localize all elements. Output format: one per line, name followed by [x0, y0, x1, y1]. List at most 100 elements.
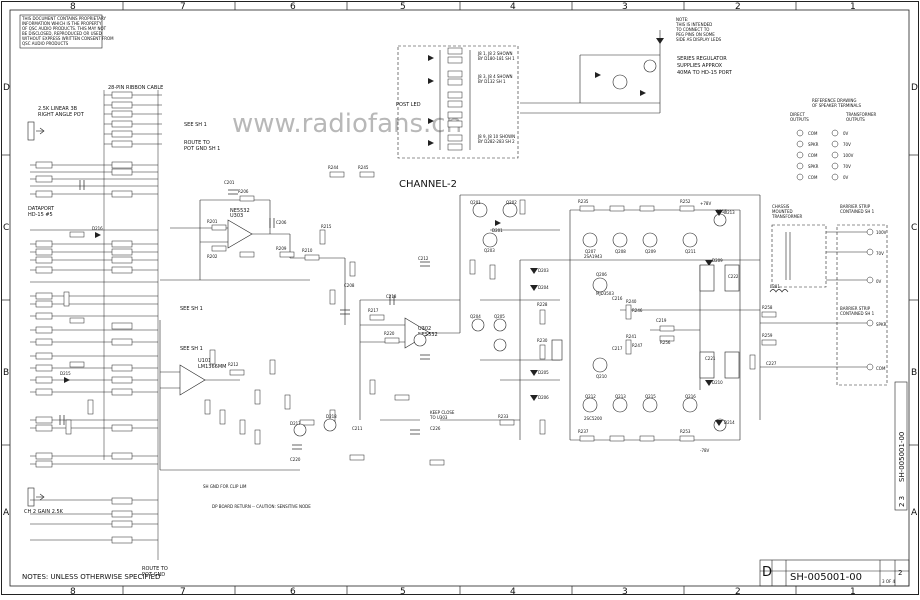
title-block-size: D [762, 565, 772, 580]
barrier-strip-line2: CONTAINED SH 1 [840, 209, 875, 214]
transformer-outputs-line2: OUTPUTS [846, 117, 865, 122]
transformer-tap-2: 70V [843, 142, 851, 147]
d-d215: D215 [60, 371, 71, 376]
cap-c217: C217 [612, 346, 623, 351]
output-stage-wiring [440, 194, 761, 441]
proprietary-note-box [19, 14, 103, 49]
gain-pot-top [27, 121, 45, 141]
note-line1: NOTE: [676, 17, 688, 22]
inner-frame [9, 9, 910, 587]
q-part-mjd3503: MJD3503 [596, 291, 614, 296]
output-resistors [469, 199, 777, 442]
cap-c208: C208 [344, 283, 355, 288]
series-regulator-line1: SERIES REGULATOR [677, 56, 727, 62]
res-r252: R252 [680, 199, 691, 204]
note-line5: SIDE AS DISPLAY LEDS [676, 37, 722, 42]
d-d213: D213 [724, 210, 735, 215]
proprietary-note-line2: INFORMATION WHICH IS THE PROPERTY [22, 21, 102, 26]
cap-c216: C216 [612, 296, 623, 301]
cap-c222: C222 [728, 274, 739, 279]
note-line4: PEG PINS ON SOME [676, 32, 715, 37]
output-capacitors [551, 264, 740, 379]
cap-c206: C206 [276, 220, 287, 225]
series-regulator-line3: 40MA TO HD-15 PORT [677, 70, 733, 76]
ribbon-cable-label: 28-PIN RIBBON CABLE [108, 85, 163, 91]
notes-unless-specified: NOTES: UNLESS OTHERWISE SPECIFIED [22, 573, 160, 581]
note-line2: THIS IS INTENDED [675, 22, 712, 27]
res-r220: R220 [384, 331, 395, 336]
barrier-strip2-line2: CONTAINED SH 1 [840, 311, 875, 316]
col-label-2: 2 [735, 2, 741, 12]
post-led-label: POST LED [396, 102, 421, 108]
led-note-2: BY D180-181 SH 1 [478, 56, 515, 61]
note-line3: TO CONNECT TO [675, 27, 709, 32]
barrier-tap-com: COM [876, 366, 886, 371]
res-r240: R240 [626, 299, 637, 304]
res-r253: R253 [680, 429, 691, 434]
res-r258: R258 [762, 305, 773, 310]
res-r230: R230 [537, 338, 548, 343]
led-note-6: BY D282-283 SH 2 [478, 139, 515, 144]
route-to-line2: POT GND SH 1 [184, 146, 220, 152]
col-label-1-bottom: 1 [850, 587, 856, 596]
u303-refdes: U303 [230, 213, 243, 219]
inductor-l201-label: L201 [770, 284, 780, 289]
res-r246: R246 [632, 308, 643, 313]
title-block-doc-number: SH-005001-00 [790, 572, 862, 583]
proprietary-note-line5: WITHOUT EXPRESS WRITTEN CONSENT FROM [22, 36, 114, 41]
barrier-tap-70v: 70V [876, 251, 884, 256]
u101-refdes: U101 [198, 358, 211, 364]
q-q212: Q212 [585, 394, 596, 399]
proprietary-note-line6: QSC AUDIO PRODUCTS [22, 41, 69, 46]
res-r209: R209 [276, 246, 287, 251]
res-r237: R237 [578, 429, 589, 434]
res-r235: R235 [578, 199, 589, 204]
barrier-strip2-line1: BARRIER STRIP [840, 306, 871, 311]
q-q206: Q206 [596, 272, 607, 277]
terminal-tap-4: SPKR [808, 164, 819, 169]
diode-symbols [64, 210, 723, 426]
transformer-tap-4: 70V [843, 164, 851, 169]
cap-c221: C221 [705, 356, 716, 361]
ch2-gain-label: CH 2 GAIN 2.5K [24, 509, 64, 515]
q-q216: Q216 [685, 394, 696, 399]
q-q207: Q207 [585, 249, 596, 254]
see-sheet1-label-2: SEE SH 1 [180, 306, 203, 312]
q-q203: Q203 [484, 248, 495, 253]
rail-negative: -78V [700, 448, 710, 453]
res-r256: R256 [660, 340, 671, 345]
res-r247: R247 [632, 343, 643, 348]
keep-close-line2: TO U303 [429, 415, 448, 420]
col-label-5: 5 [400, 2, 406, 12]
transformer-tap-1: 0V [843, 131, 849, 136]
d-d204: D204 [538, 285, 549, 290]
ribbon-cable-connector [30, 90, 162, 560]
route-pot-gnd-line2: POT GND [142, 572, 165, 578]
channel-label: CHANNEL-2 [399, 179, 457, 190]
output-transistors [293, 202, 727, 437]
col-label-4: 4 [510, 2, 516, 12]
led-note-1: J8 1, J8 2 SHOWN [477, 51, 513, 56]
res-r210: R210 [302, 248, 313, 253]
q-q208: Q208 [615, 249, 626, 254]
u302-part: NE5532 [418, 332, 438, 338]
barrier-tap-0v: 0V [876, 279, 882, 284]
u101-part: LM1366MM [198, 364, 226, 370]
caution-label: DP BOARD RETURN -- CAUTION: SENSITIVE NO… [212, 504, 311, 509]
res-r202: R202 [207, 254, 218, 259]
route-pot-gnd-line1: ROUTE TO [142, 566, 168, 572]
ref-drawing-line1: REFERENCE DRAWING [812, 98, 856, 103]
res-r245: R245 [358, 165, 369, 170]
see-sheet1-label-3: SEE SH 1 [180, 346, 203, 352]
dataport-label-line1: DATAPORT [28, 206, 55, 212]
d-d214: D214 [724, 420, 735, 425]
series-regulator-line2: SUPPLIES APPROX [677, 63, 723, 69]
q-part-2sc5200: 2SC5200 [584, 416, 603, 421]
res-r259: R259 [762, 333, 773, 338]
q-q201: Q201 [470, 200, 481, 205]
chassis-transformer-line1: CHASSIS [772, 204, 790, 209]
pot-description-line1: 2.5K LINEAR 3B [38, 106, 78, 112]
col-label-7: 7 [180, 2, 186, 12]
watermark: www.radiofans.cn [232, 109, 462, 139]
